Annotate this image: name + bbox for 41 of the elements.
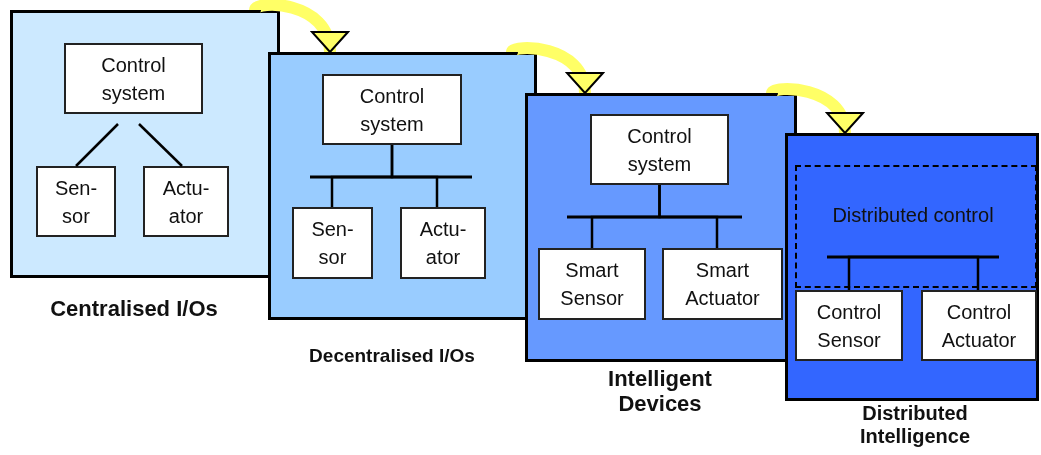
component-box: [590, 114, 729, 185]
box-label: Control Sensor: [815, 299, 883, 353]
stage-panel: [10, 10, 280, 278]
connector-line: [138, 123, 183, 167]
connector-line: [847, 255, 916, 290]
connector-line: [75, 123, 119, 167]
component-box: [143, 166, 229, 237]
dashed-group-box: [795, 165, 1037, 288]
box-label: Control system: [100, 52, 167, 106]
stage-title: Distributed Intelligence: [859, 402, 971, 448]
component-box: [292, 207, 373, 279]
box-label: Smart Sensor: [559, 258, 625, 311]
box-label: Control system: [358, 83, 426, 137]
arrow: [507, 42, 602, 94]
box-label: Distributed control: [831, 203, 995, 228]
arrow: [250, 0, 347, 53]
connector-line: [390, 145, 439, 207]
stage-panel: [525, 93, 797, 362]
stage-title: Decentralised I/Os: [308, 345, 476, 367]
box-label: Control system: [626, 123, 693, 177]
arrow: [767, 83, 862, 134]
component-box: [36, 166, 116, 237]
box-label: Control Actuator: [940, 299, 1018, 353]
connector-line: [916, 255, 980, 290]
component-box: [64, 43, 203, 114]
box-label: Actu- ator: [161, 175, 211, 229]
component-box: [662, 248, 783, 320]
connector-line: [658, 185, 719, 248]
box-label: Actu- ator: [418, 217, 468, 270]
component-box: [921, 290, 1037, 361]
stage-panel: [268, 52, 537, 320]
stage-title: Centralised I/Os: [49, 296, 219, 322]
component-box: [795, 290, 903, 361]
stage-title: Intelligent Devices: [607, 366, 713, 417]
box-label: Smart Actuator: [684, 258, 761, 311]
stage-panel: [785, 133, 1039, 401]
component-box: [538, 248, 646, 320]
box-label: Sen- sor: [53, 175, 99, 229]
box-label: Sen- sor: [310, 217, 355, 270]
component-box: [322, 74, 462, 145]
component-box: [400, 207, 486, 279]
